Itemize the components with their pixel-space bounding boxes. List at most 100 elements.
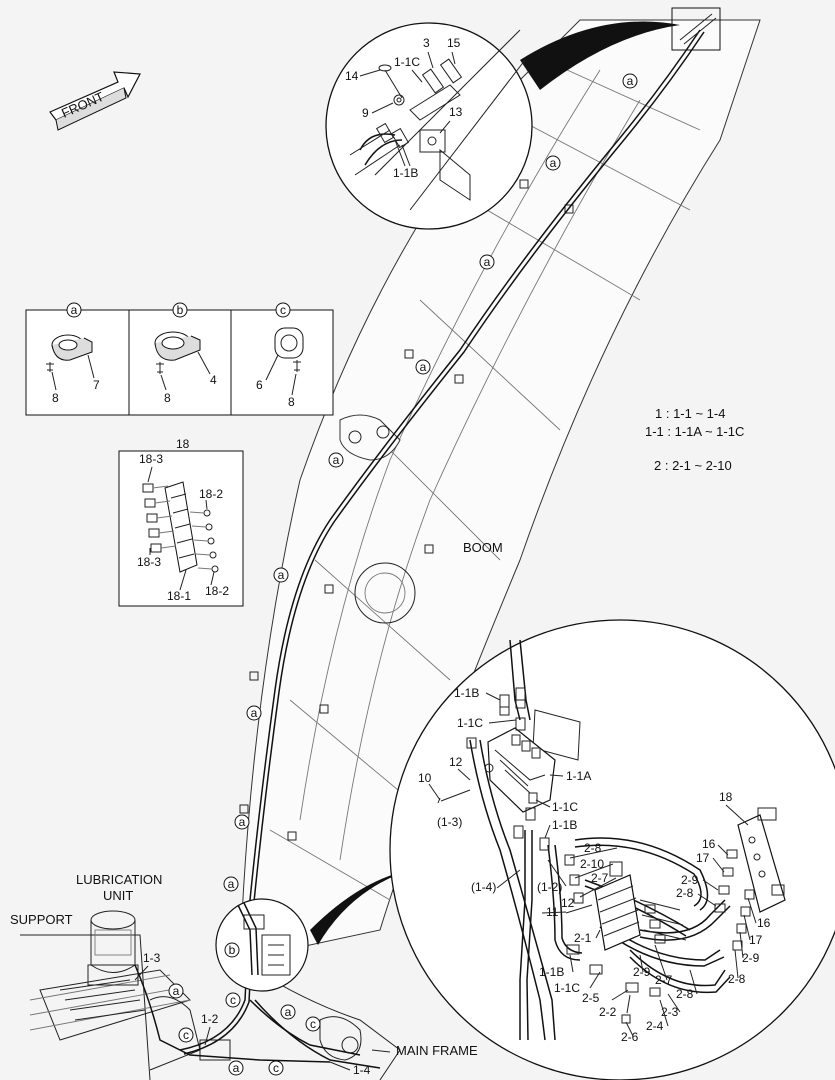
part-label: 16 [702, 837, 716, 851]
part-label: 13 [449, 105, 463, 119]
part-label: 18-1 [167, 589, 191, 603]
part-label: (1-3) [437, 815, 462, 829]
part-label: 2-4 [646, 1019, 664, 1033]
part-label: 2-10 [580, 857, 604, 871]
svg-text:a: a [484, 255, 491, 269]
part-label: 1-4 [353, 1063, 371, 1077]
part-label: 4 [210, 373, 217, 387]
part-label: 2-1 [574, 931, 592, 945]
part-label: 17 [696, 851, 710, 865]
part-label: 1-1C [552, 800, 578, 814]
clamp-marker-c [268, 1060, 284, 1076]
grease-hose-route [134, 29, 705, 1069]
svg-text:b: b [229, 943, 236, 957]
part-label: 1-1C [394, 55, 420, 69]
part-label: 8 [164, 391, 171, 405]
main-frame-structure [20, 934, 401, 1080]
part-label: 18-3 [137, 555, 161, 569]
grease-distribution-detail: 1-1B 1-1C 12 10 1-1A (1-3) 1-1C 1-1B 2-8… [389, 619, 835, 1080]
svg-text:a: a [285, 1005, 292, 1019]
part-label: 12 [561, 896, 575, 910]
svg-text:a: a [627, 74, 634, 88]
part-label: 17 [749, 933, 763, 947]
clamp-types-box: a b c 8 7 8 4 6 8 [25, 302, 334, 416]
part-label: 1-1C [457, 716, 483, 730]
part-number-legend: 1 : 1-1 ~ 1-4 1-1 : 1-1A ~ 1-1C 2 : 2-1 … [645, 406, 744, 473]
top-detail-view: 3 15 1-1C 14 9 13 1-1B [325, 7, 721, 230]
svg-text:c: c [280, 303, 286, 317]
clamp-marker-a [328, 452, 344, 468]
svg-text:c: c [230, 993, 236, 1007]
part-label: 1-1B [454, 686, 479, 700]
part-label: 18 [176, 437, 190, 451]
lubrication-unit [87, 910, 139, 986]
part-label: 9 [362, 106, 369, 120]
part-label: 18-2 [205, 584, 229, 598]
part-label: 18 [719, 790, 733, 804]
clamp-marker-c [225, 992, 241, 1008]
part-label: 2-9 [742, 951, 760, 965]
svg-text:a: a [251, 706, 258, 720]
part-label: 2-3 [661, 1005, 679, 1019]
part-label: 8 [52, 391, 59, 405]
part-label: 12 [449, 755, 463, 769]
part-label: 1-1A [566, 769, 591, 783]
svg-text:a: a [333, 453, 340, 467]
svg-text:a: a [233, 1061, 240, 1075]
svg-text:a: a [420, 360, 427, 374]
part-label: 18-2 [199, 487, 223, 501]
clamp-marker-a [234, 814, 250, 830]
part-label: 18-3 [139, 452, 163, 466]
part-label: 16 [757, 916, 771, 930]
clamp-markers: a a a a a a a a a a c a c c a c [168, 73, 638, 1076]
clamp-marker-a [168, 983, 184, 999]
svg-text:a: a [278, 568, 285, 582]
part-label: 3 [423, 36, 430, 50]
part-label: 1-1C [554, 981, 580, 995]
svg-text:a: a [550, 156, 557, 170]
svg-text:c: c [273, 1061, 279, 1075]
boom-structure [239, 19, 761, 961]
clamp-marker-a [246, 705, 262, 721]
part-label: 11 [546, 905, 559, 919]
part-label: 1-1B [539, 965, 564, 979]
clamp-marker-c [178, 1027, 194, 1043]
part-label: 8 [288, 395, 295, 409]
clamp-marker-a [479, 254, 495, 270]
clamp-marker-a [223, 876, 239, 892]
main-frame-label: MAIN FRAME [396, 1043, 478, 1058]
part-label: 2-5 [582, 991, 600, 1005]
part-label: 1-3 [143, 951, 161, 965]
part-label: (1-4) [471, 880, 496, 894]
part-label: 7 [93, 378, 100, 392]
fittings [142, 483, 219, 573]
svg-text:b: b [177, 303, 184, 317]
clamp-marker-a [415, 359, 431, 375]
part-label: 2-7 [591, 871, 609, 885]
part-label: 2-8 [584, 841, 602, 855]
part-label: 2-8 [676, 987, 694, 1001]
part-label: 2-8 [728, 972, 746, 986]
lubrication-unit-label: UNIT [103, 888, 133, 903]
svg-text:c: c [183, 1028, 189, 1042]
lubrication-unit-label: LUBRICATION [76, 872, 162, 887]
svg-text:1 : 1-1 ~ 1-4: 1 : 1-1 ~ 1-4 [655, 406, 725, 421]
svg-text:a: a [239, 815, 246, 829]
clamp-marker-a [273, 567, 289, 583]
part-label: 14 [345, 69, 359, 83]
part-label: (1-2) [537, 880, 562, 894]
part-label: 10 [418, 771, 432, 785]
part-label: 2-6 [621, 1030, 639, 1044]
clamp-marker-a [228, 1060, 244, 1076]
svg-text:a: a [173, 984, 180, 998]
part-label: 2-8 [676, 886, 694, 900]
boom-label: BOOM [463, 540, 503, 555]
part-label: 1-2 [201, 1012, 219, 1026]
part-label: 1-1B [393, 166, 418, 180]
part-label: 6 [256, 378, 263, 392]
clamp-marker-c [305, 1016, 321, 1032]
part-label: 2-9 [681, 873, 699, 887]
part-label: 15 [447, 36, 461, 50]
